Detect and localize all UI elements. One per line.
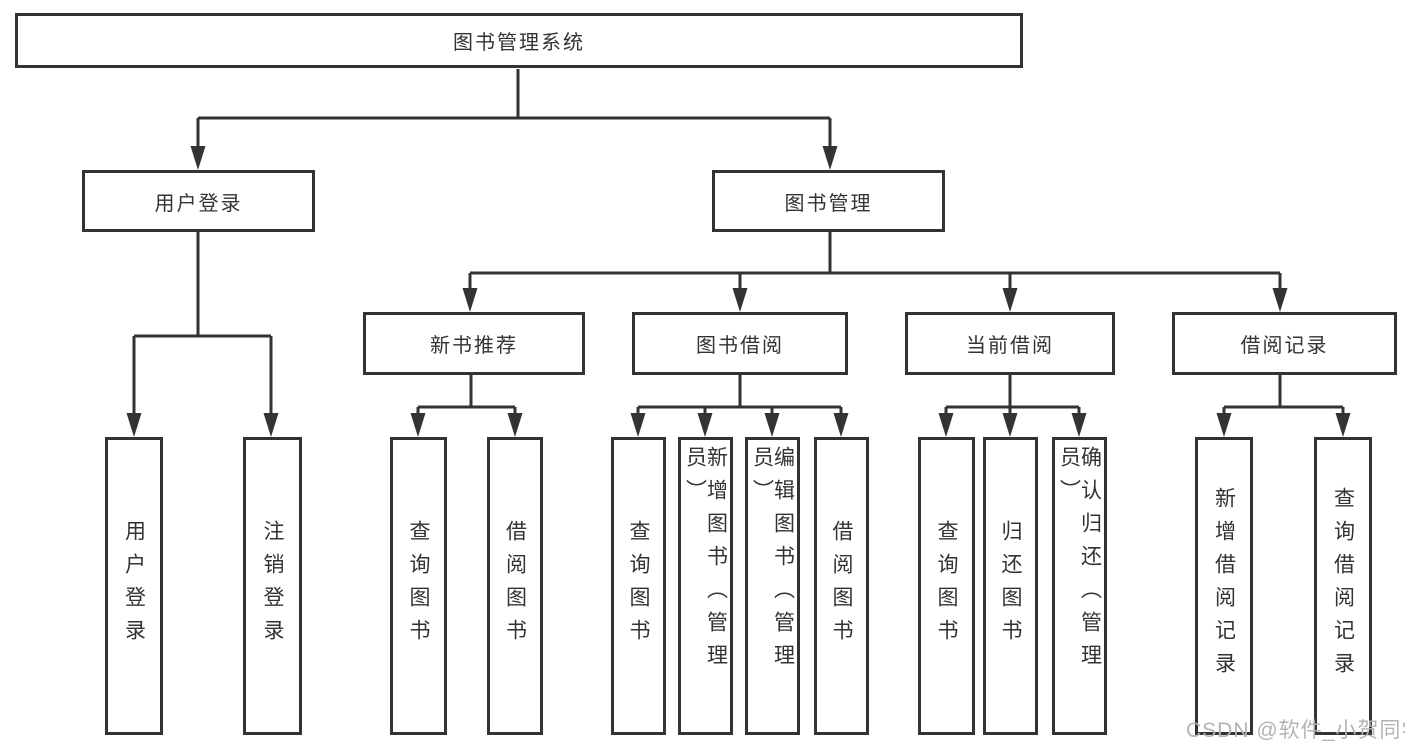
node-new-book-recommend: 新书推荐 bbox=[363, 312, 585, 375]
node-library-system: 图书管理系统 bbox=[15, 13, 1023, 68]
node-leaf-query-books-recommend: 查询图书 bbox=[390, 437, 447, 735]
node-book-management: 图书管理 bbox=[712, 170, 945, 232]
node-leaf-return-book: 归还图书 bbox=[983, 437, 1038, 735]
node-leaf-query-books-current: 查询图书 bbox=[918, 437, 975, 735]
node-leaf-edit-book-admin: 编辑图书（管理员） bbox=[745, 437, 800, 735]
node-leaf-add-borrow-record: 新增借阅记录 bbox=[1195, 437, 1253, 735]
arrow-down-icons bbox=[126, 146, 1351, 437]
node-current-borrow: 当前借阅 bbox=[905, 312, 1115, 375]
node-leaf-user-login: 用户登录 bbox=[105, 437, 163, 735]
node-leaf-borrow-books-recommend: 借阅图书 bbox=[487, 437, 543, 735]
node-leaf-add-book-admin: 新增图书（管理员） bbox=[678, 437, 733, 735]
node-leaf-borrow-books: 借阅图书 bbox=[814, 437, 869, 735]
node-borrow-records: 借阅记录 bbox=[1172, 312, 1397, 375]
watermark: CSDN @软件_小贺同学 bbox=[1186, 719, 1405, 742]
node-book-borrow: 图书借阅 bbox=[632, 312, 848, 375]
connector-segments bbox=[132, 69, 1345, 416]
node-user-login: 用户登录 bbox=[82, 170, 315, 232]
node-leaf-query-borrow-record: 查询借阅记录 bbox=[1314, 437, 1372, 735]
node-leaf-query-books-borrow: 查询图书 bbox=[611, 437, 666, 735]
node-leaf-logout: 注销登录 bbox=[243, 437, 302, 735]
node-leaf-confirm-return-admin: 确认归还（管理员） bbox=[1052, 437, 1107, 735]
